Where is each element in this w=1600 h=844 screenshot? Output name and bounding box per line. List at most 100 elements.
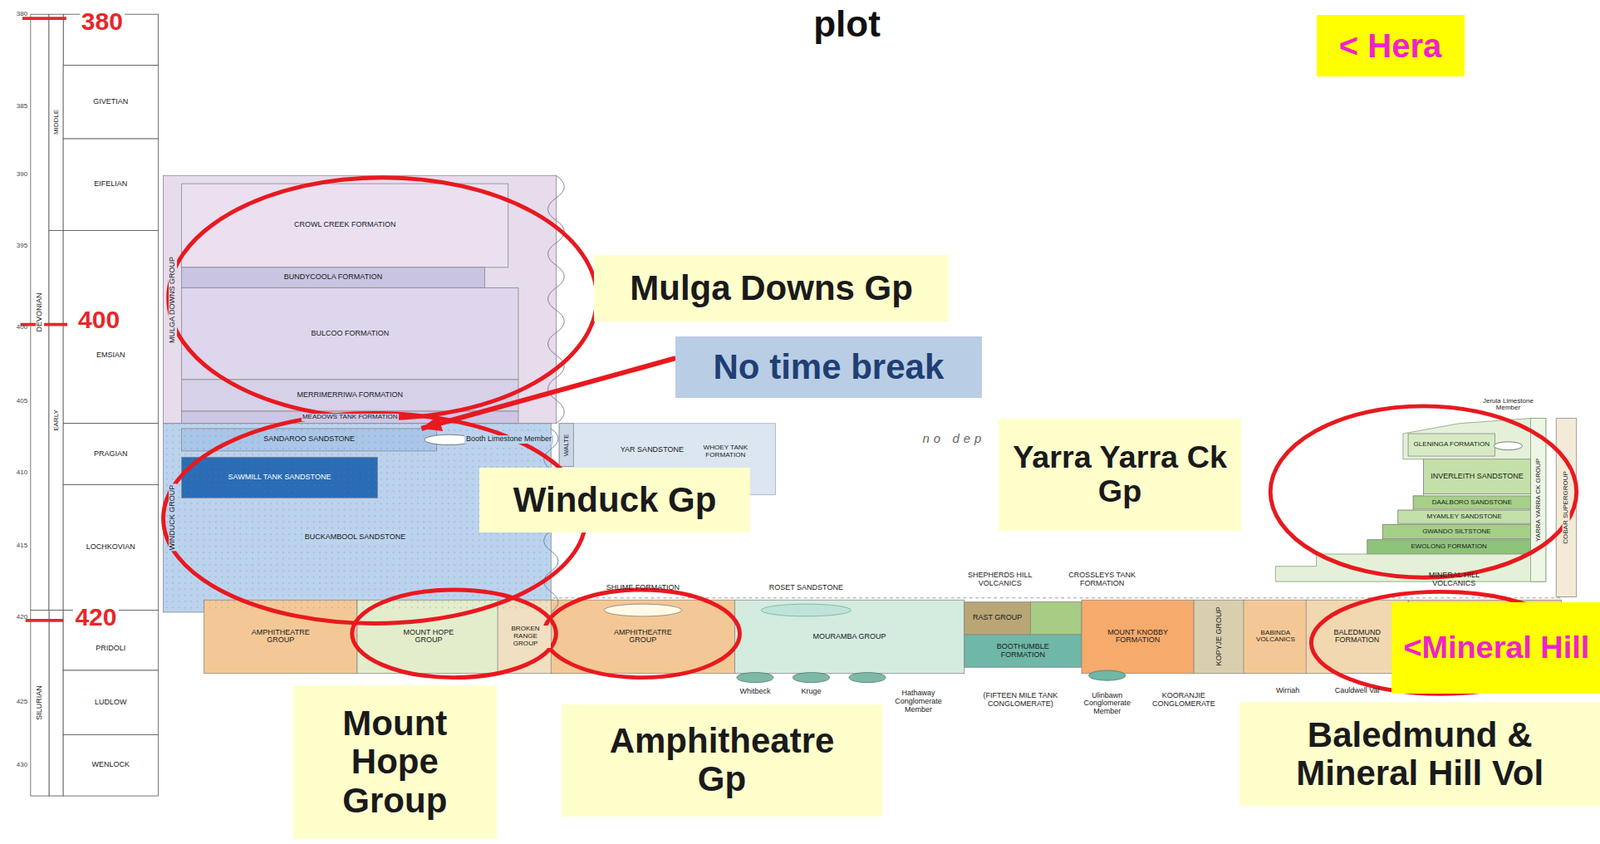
callout-box: Winduck Gp bbox=[479, 467, 751, 534]
tick-number: 415 bbox=[16, 542, 28, 550]
strat-unit: BULCOO FORMATION bbox=[181, 287, 519, 380]
callout-box: Amphitheatre Gp bbox=[561, 704, 884, 817]
vertical-unit-name: WALTE bbox=[562, 432, 570, 457]
vertical-unit-name: MIDDLE bbox=[52, 108, 60, 136]
callout-box: Baledmund & Mineral Hill Vol bbox=[1239, 701, 1600, 806]
tick-number: 410 bbox=[16, 468, 28, 477]
unit-name: MOUNT KNOBBY FORMATION bbox=[1101, 628, 1175, 646]
epoch-cell-blank bbox=[49, 610, 64, 797]
tick-number: 420 bbox=[16, 613, 28, 622]
period-cell: DEVONIAN bbox=[30, 14, 50, 610]
unit-name: RAST GROUP bbox=[971, 613, 1023, 623]
highlight-ellipse bbox=[1270, 406, 1576, 578]
unit-fill bbox=[63, 138, 158, 231]
member-lens bbox=[792, 672, 830, 683]
callout-text: Mount Hope Group bbox=[324, 704, 465, 820]
unit-fill bbox=[63, 423, 158, 486]
period-cell: SILURIAN bbox=[30, 610, 50, 797]
strat-unit: KOPYJE GROUP bbox=[1193, 599, 1245, 673]
unit-name: BROKEN RANGE GROUP bbox=[500, 625, 551, 648]
unit-fill bbox=[1193, 599, 1245, 673]
formation-label: (FIFTEEN MILE TANK CONGLOMERATE) bbox=[971, 692, 1070, 709]
callout-text: <Mineral Hill bbox=[1402, 630, 1591, 666]
unit-name: BABINDA VOLCANICS bbox=[1246, 629, 1306, 645]
formation-label: Hathaway Conglomerate Member bbox=[888, 689, 950, 715]
unit-name: GWANDO SILTSTONE bbox=[1421, 528, 1493, 536]
callout-text: No time break bbox=[712, 348, 946, 387]
highlight-ellipse bbox=[352, 589, 557, 678]
unit-fill bbox=[1367, 539, 1532, 555]
strat-unit: MOUNT KNOBBY FORMATION bbox=[1081, 599, 1194, 673]
strat-unit: INVERLEITH SANDSTONE bbox=[1423, 459, 1531, 495]
unit-fill bbox=[181, 267, 486, 289]
callout-box: < Hera bbox=[1316, 14, 1465, 77]
strat-unit: MYAMLEY SANDSTONE bbox=[1398, 510, 1532, 524]
callout-text: Amphitheatre Gp bbox=[603, 721, 841, 799]
unit-name: EMSIAN bbox=[95, 351, 127, 360]
strat-unit: MERRIMERRIWA FORMATION bbox=[181, 379, 519, 412]
age-tick bbox=[22, 16, 67, 20]
formation-label: ROSET SANDSTONE bbox=[769, 584, 844, 593]
strat-unit: BUCKAMBOOL SANDSTONE bbox=[181, 501, 530, 574]
unit-name: CROWL CREEK FORMATION bbox=[293, 220, 398, 230]
strat-unit: BUNDYCOOLA FORMATION bbox=[181, 267, 486, 289]
unit-fill bbox=[163, 175, 557, 423]
vertical-unit-name: DEVONIAN bbox=[35, 291, 45, 333]
vertical-unit-name: KOPYJE GROUP bbox=[1215, 606, 1224, 668]
highlight-ellipse bbox=[168, 177, 598, 419]
unit-name: PRAGIAN bbox=[93, 450, 129, 459]
unit-name: MOUNT HOPE GROUP bbox=[389, 628, 468, 646]
unit-fill bbox=[964, 634, 1082, 668]
facies-wave bbox=[548, 175, 565, 423]
member-lens bbox=[736, 672, 774, 683]
unit-name: BULCOO FORMATION bbox=[309, 329, 390, 339]
unit-fill bbox=[964, 602, 1031, 635]
unit-fill bbox=[30, 14, 50, 610]
strat-unit: SANDAROO SANDSTONE bbox=[181, 428, 437, 452]
callout-box: Mount Hope Group bbox=[293, 685, 498, 839]
formation-label: SHUME FORMATION bbox=[606, 584, 680, 593]
unit-fill bbox=[49, 230, 64, 611]
unit-fill bbox=[63, 65, 158, 139]
strat-unit: WALTE bbox=[559, 423, 574, 467]
stage-cell: LOCHKOVIAN bbox=[63, 484, 158, 610]
unit-name: PRIDOLI bbox=[94, 644, 127, 653]
formation-label: CROSSLEYS TANK FORMATION bbox=[1058, 571, 1145, 589]
tick-number: 380 bbox=[16, 10, 28, 19]
formation-label: Whitbeck bbox=[739, 687, 771, 697]
stage-cell: EIFELIAN bbox=[63, 138, 158, 231]
unit-fill bbox=[1382, 524, 1531, 539]
callout-box: <Mineral Hill bbox=[1391, 602, 1600, 695]
age-marker: 420 bbox=[73, 602, 118, 630]
yarra-region bbox=[1275, 418, 1546, 583]
tick-number: 395 bbox=[16, 242, 28, 251]
unit-name: MERRIMERRIWA FORMATION bbox=[296, 391, 405, 400]
strat-unit: GWANDO SILTSTONE bbox=[1382, 524, 1531, 539]
stage-cell: GIVETIAN bbox=[63, 65, 158, 139]
tick-number: 400 bbox=[16, 323, 28, 332]
group-region: COBAR SUPERGROUP bbox=[1555, 418, 1577, 598]
unit-fill bbox=[63, 230, 158, 424]
limestone-lens bbox=[1493, 441, 1522, 451]
strat-unit: CROWL CREEK FORMATION bbox=[181, 183, 509, 268]
group-region: YARRA YARRA CK GROUPGLENINGA FORMATIONIN… bbox=[1275, 418, 1547, 583]
formation-label: Ulinbawn Conglomerate Member bbox=[1075, 692, 1139, 717]
tick-number: 385 bbox=[16, 102, 28, 110]
callout-text: < Hera bbox=[1338, 27, 1443, 64]
unit-fill bbox=[1423, 459, 1532, 495]
vertical-unit-name: YARRA YARRA CK GROUP bbox=[1534, 457, 1542, 543]
tick-number: 405 bbox=[16, 397, 28, 405]
unit-name: EIFELIAN bbox=[93, 180, 128, 189]
unit-name: MYAMLEY SANDSTONE bbox=[1425, 513, 1502, 521]
vertical-unit-name: COBAR SUPERGROUP bbox=[1562, 470, 1571, 545]
unit-name: LOCHKOVIAN bbox=[85, 543, 137, 552]
slide-title: plot bbox=[813, 3, 881, 45]
note: no dep bbox=[922, 431, 987, 447]
unit-name: EWOLONG FORMATION bbox=[1409, 543, 1488, 551]
strat-unit: YAR SANDSTONE bbox=[617, 433, 688, 467]
unit-fill bbox=[63, 734, 158, 796]
unit-name: YAR SANDSTONE bbox=[619, 446, 685, 455]
formation-label: Kruge bbox=[800, 687, 821, 697]
vertical-unit-name: MULGA DOWNS GROUP bbox=[168, 255, 177, 344]
arrow-connector bbox=[421, 358, 676, 429]
